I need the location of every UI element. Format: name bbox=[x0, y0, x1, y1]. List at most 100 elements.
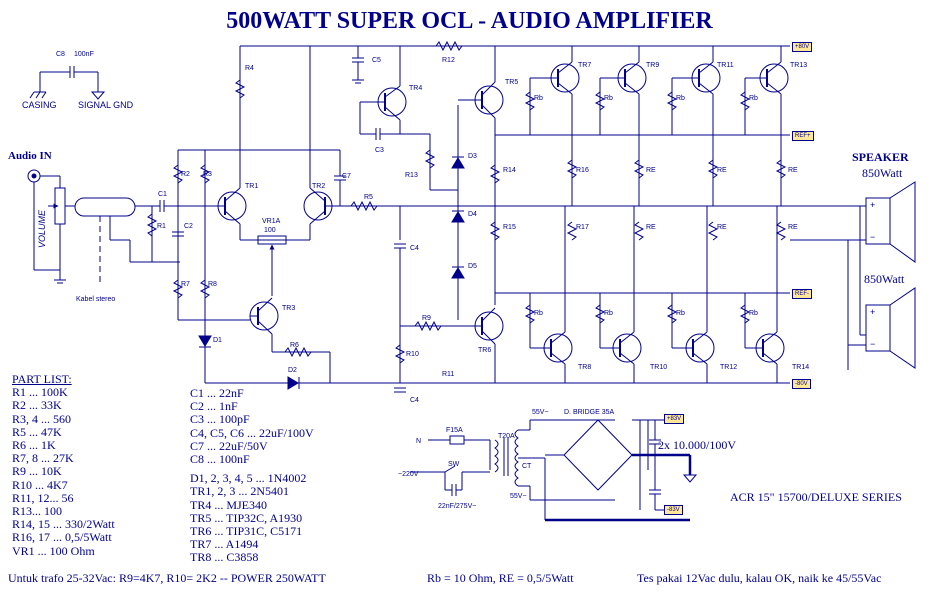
part-list-item: R7, 8 ... 27K bbox=[12, 451, 74, 466]
label-c7: C7 bbox=[342, 173, 351, 180]
part-list-item: R13... 100 bbox=[12, 504, 63, 519]
label-rb-7: Rb bbox=[676, 310, 685, 317]
rail-minus80-tag: -80V bbox=[792, 379, 811, 389]
label-ac220: ~220V bbox=[398, 471, 419, 478]
psu-filter-label: 2x 10.000/100V bbox=[658, 438, 736, 452]
label-re-4: RE bbox=[646, 224, 656, 231]
label-rb-5: Rb bbox=[534, 310, 543, 317]
page-title: 500WATT SUPER OCL - AUDIO AMPLIFIER bbox=[226, 8, 713, 34]
part-list-item: TR6 ... TIP31C, C5171 bbox=[190, 524, 303, 539]
label-r6: R6 bbox=[290, 342, 299, 349]
signal-gnd-label: SIGNAL GND bbox=[78, 100, 134, 110]
speaker-watt-1: 850Watt bbox=[862, 166, 903, 180]
part-list-item: R9 ... 10K bbox=[12, 464, 62, 479]
label-n: N bbox=[416, 438, 421, 445]
label-r2: R2 bbox=[181, 171, 190, 178]
label-bridge: D. BRIDGE 35A bbox=[564, 409, 615, 416]
label-fuse: F15A bbox=[446, 427, 463, 434]
label-tr6: TR6 bbox=[478, 347, 491, 354]
part-list-item: R14, 15 ... 330/2Watt bbox=[12, 517, 115, 532]
label-tr10: TR10 bbox=[650, 364, 667, 371]
label-tr14: TR14 bbox=[792, 364, 809, 371]
label-rb-2: Rb bbox=[604, 95, 613, 102]
label-vr1a-value: 100 bbox=[264, 227, 276, 234]
label-rb-1: Rb bbox=[534, 95, 543, 102]
part-list-item: TR1, 2, 3 ... 2N5401 bbox=[190, 484, 289, 499]
footer-test-note: Tes pakai 12Vac dulu, kalau OK, naik ke … bbox=[637, 571, 882, 585]
label-re-5: RE bbox=[717, 224, 727, 231]
label-r4: R4 bbox=[245, 65, 254, 72]
label-r5: R5 bbox=[364, 194, 373, 201]
label-rb-4: Rb bbox=[749, 95, 758, 102]
label-c4a: C4 bbox=[410, 245, 419, 252]
audio-in-label: Audio IN bbox=[8, 150, 52, 162]
label-r7: R7 bbox=[181, 281, 190, 288]
part-list-item: R2 ... 33K bbox=[12, 398, 62, 413]
part-list-item: R6 ... 1K bbox=[12, 438, 56, 453]
part-list-item: D1, 2, 3, 4, 5 ... 1N4002 bbox=[190, 471, 307, 486]
part-list-heading: PART LIST: bbox=[12, 372, 72, 386]
label-transformer: T20A bbox=[498, 433, 515, 440]
ref-plus-tag: REF+ bbox=[792, 131, 814, 141]
label-r14: R14 bbox=[503, 167, 516, 174]
label-d2: D2 bbox=[288, 367, 297, 374]
label-re-3: RE bbox=[788, 167, 798, 174]
label-d3: D3 bbox=[468, 153, 477, 160]
label-c3: C3 bbox=[375, 147, 384, 154]
label-tr13: TR13 bbox=[790, 62, 807, 69]
part-list-item: R3, 4 ... 560 bbox=[12, 411, 72, 426]
part-list-item: C7 ... 22uF/50V bbox=[190, 438, 268, 453]
label-tr3: TR3 bbox=[282, 305, 295, 312]
label-tr9: TR9 bbox=[646, 62, 659, 69]
psu-minus83-tag: -83V bbox=[664, 505, 683, 515]
part-list-left: PART LIST: R1 ... 100K R2 ... 33K R3, 4 … bbox=[12, 372, 115, 558]
speaker-watt-2: 850Watt bbox=[864, 272, 905, 286]
label-r17: R17 bbox=[576, 224, 589, 231]
label-cap-sw: 22nF/275V~ bbox=[438, 503, 476, 510]
part-list-item: TR8 ... C3858 bbox=[190, 550, 259, 565]
ref-minus-tag: REF- bbox=[792, 289, 812, 299]
part-list-item: TR4 ... MJE340 bbox=[190, 497, 268, 512]
label-r13: R13 bbox=[405, 172, 418, 179]
part-list-item: R11, 12... 56 bbox=[12, 490, 74, 505]
label-r8: R8 bbox=[208, 281, 217, 288]
part-list-item: R16, 17 ... 0,5/5Watt bbox=[12, 530, 112, 545]
label-re-2: RE bbox=[717, 167, 727, 174]
label-vr1a: VR1A bbox=[262, 218, 281, 225]
label-tr11: TR11 bbox=[717, 62, 734, 69]
cable-label: Kabel stereo bbox=[76, 296, 116, 303]
label-rb-3: Rb bbox=[676, 95, 685, 102]
label-c8-value: 100nF bbox=[74, 51, 94, 58]
label-r16: R16 bbox=[576, 167, 589, 174]
part-list-item: C8 ... 100nF bbox=[190, 452, 250, 467]
part-list-item: C3 ... 100pF bbox=[190, 412, 250, 427]
psu-plus83-tag: +83V bbox=[664, 414, 685, 424]
part-list-item: R10 ... 4K7 bbox=[12, 477, 68, 492]
label-c2: C2 bbox=[184, 223, 193, 230]
label-rb-8: Rb bbox=[749, 310, 758, 317]
part-list-item: R5 ... 47K bbox=[12, 424, 62, 439]
label-r9: R9 bbox=[422, 315, 431, 322]
part-list-item: R1 ... 100K bbox=[12, 385, 68, 400]
footer-trafo-note: Untuk trafo 25-32Vac: R9=4K7, R10= 2K2 -… bbox=[8, 571, 326, 585]
speaker-1-minus: − bbox=[870, 232, 876, 242]
part-list-middle: C1 ... 22nF C2 ... 1nF C3 ... 100pF C4, … bbox=[190, 386, 314, 565]
label-re-6: RE bbox=[788, 224, 798, 231]
label-c8: C8 bbox=[56, 51, 65, 58]
label-c5: C5 bbox=[372, 57, 381, 64]
label-ct: CT bbox=[522, 463, 532, 470]
label-c4b: C4 bbox=[410, 397, 419, 404]
label-c1: C1 bbox=[158, 191, 167, 198]
series-label: ACR 15" 15700/DELUXE SERIES bbox=[730, 490, 902, 504]
label-r11: R11 bbox=[442, 371, 454, 378]
footer-rb-note: Rb = 10 Ohm, RE = 0,5/5Watt bbox=[427, 571, 574, 585]
label-tr7: TR7 bbox=[578, 62, 591, 69]
label-r15: R15 bbox=[503, 224, 516, 231]
label-r12: R12 bbox=[442, 57, 455, 64]
label-tr1: TR1 bbox=[245, 183, 258, 190]
label-r10: R10 bbox=[406, 351, 419, 358]
label-d5: D5 bbox=[468, 263, 477, 270]
label-tr2: TR2 bbox=[312, 183, 325, 190]
speaker-2-minus: − bbox=[870, 339, 876, 349]
